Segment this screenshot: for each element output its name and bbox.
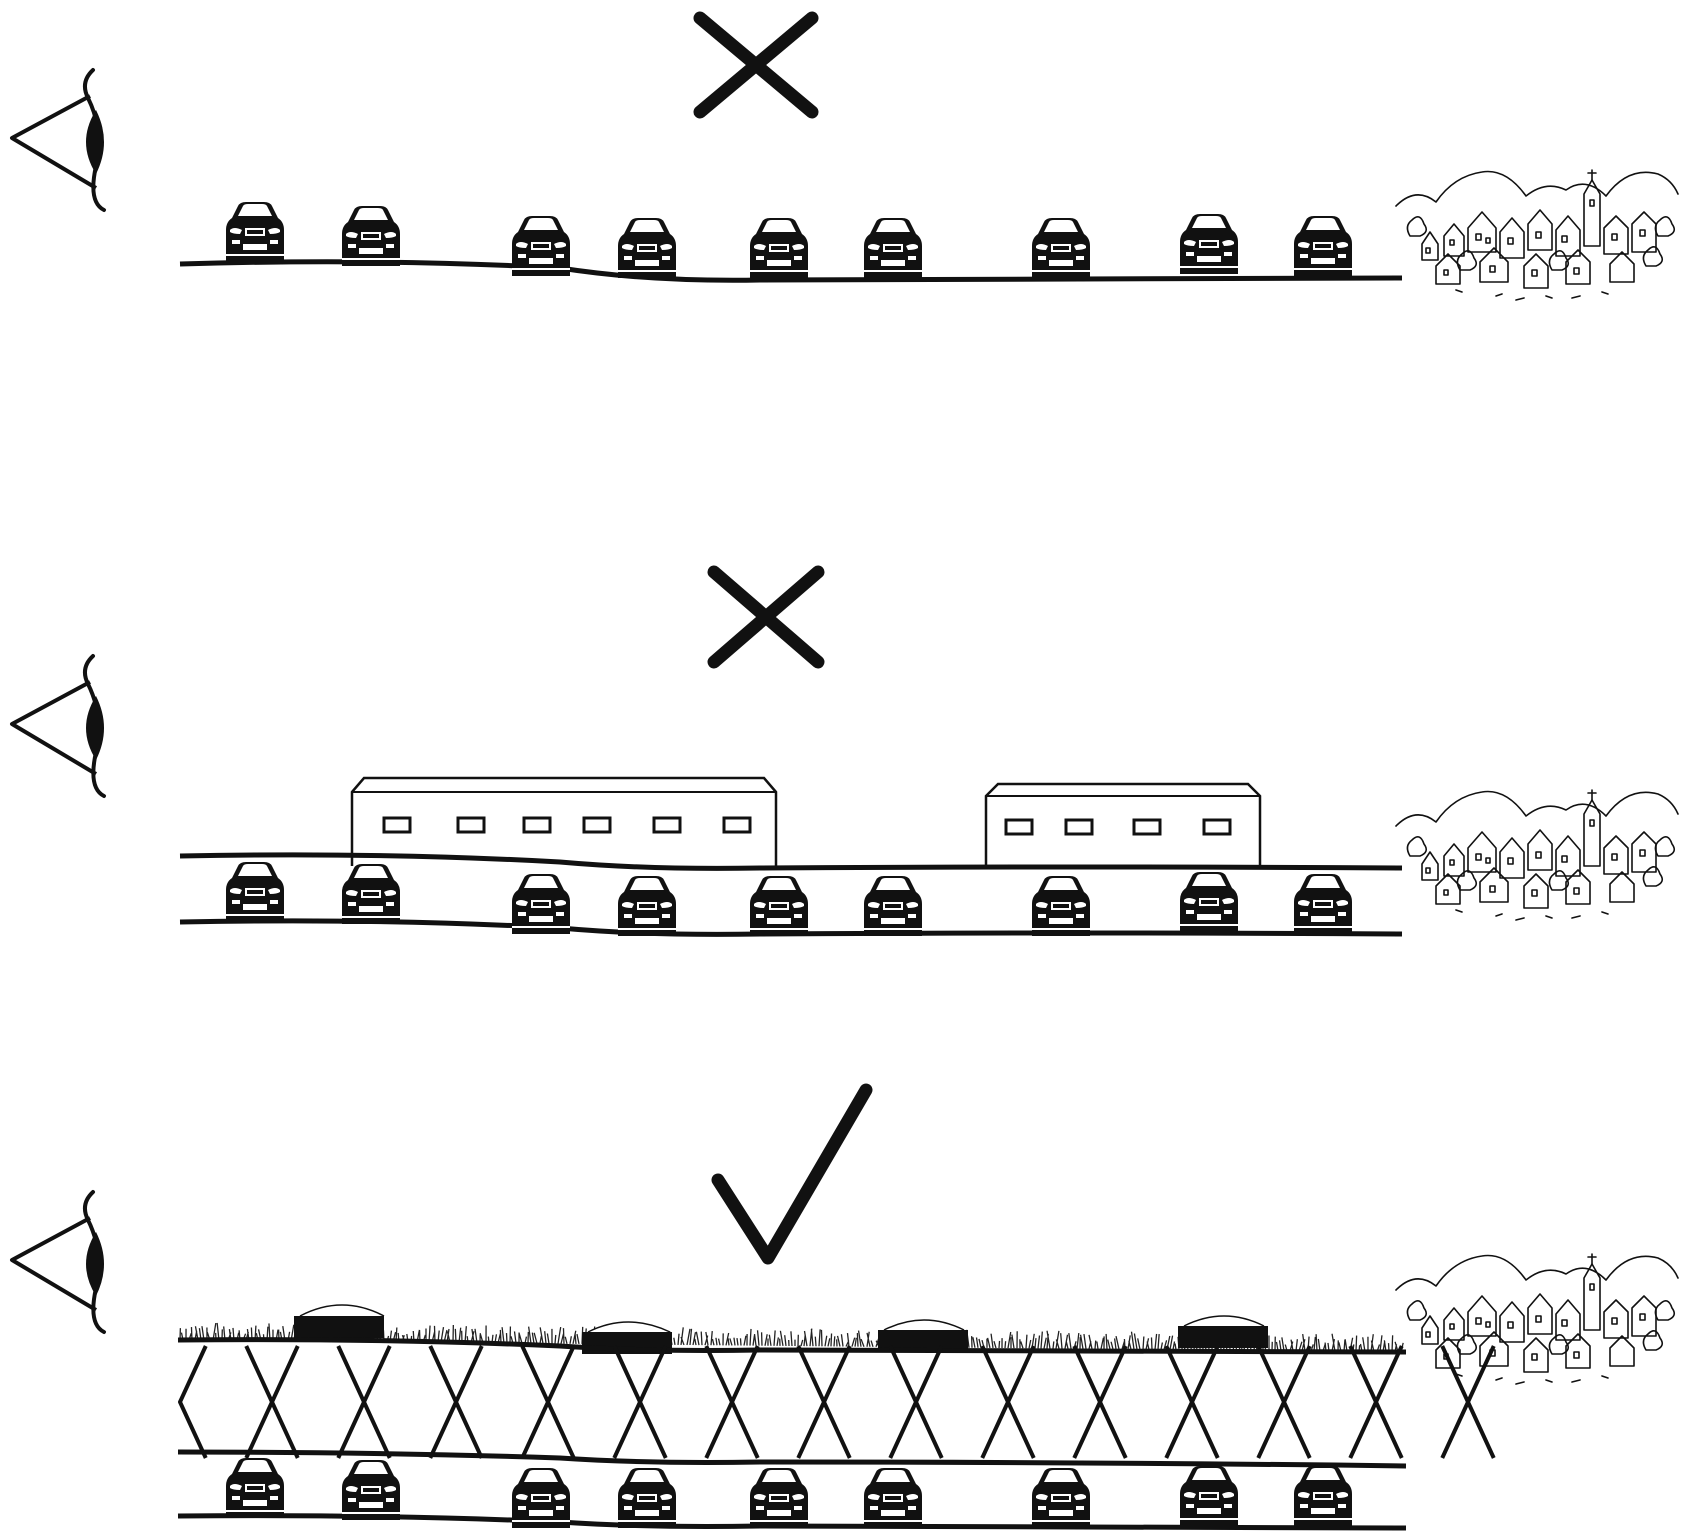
village-icon <box>1395 1253 1679 1385</box>
car-icon <box>342 1460 400 1520</box>
car-icon <box>864 876 922 936</box>
car-icon <box>1294 1466 1352 1526</box>
car-icon <box>342 206 400 266</box>
cross-mark-icon <box>693 11 819 119</box>
panel-covered-parking-with-buildings <box>10 565 1679 937</box>
panel-surface-parking <box>10 11 1679 301</box>
panel-green-roof-honeycomb-parking <box>10 1083 1679 1531</box>
deck-line <box>179 852 1403 871</box>
cross-mark-icon <box>707 565 825 669</box>
car-icon <box>750 876 808 936</box>
car-icon <box>864 1468 922 1528</box>
deck-bottom-line <box>177 1449 1407 1469</box>
skylight <box>878 1319 968 1352</box>
car-icon <box>512 874 570 934</box>
building-left <box>350 776 778 866</box>
eye-icon <box>10 654 106 798</box>
village-icon <box>1395 789 1679 921</box>
car-icon <box>226 1458 284 1518</box>
car-icon <box>226 862 284 922</box>
car-icon <box>512 216 570 276</box>
parked-cars <box>226 862 1352 936</box>
skylight <box>1178 1315 1268 1348</box>
car-icon <box>618 876 676 936</box>
car-icon <box>864 218 922 278</box>
car-icon <box>1294 216 1352 276</box>
car-icon <box>618 218 676 278</box>
car-icon <box>1180 214 1238 274</box>
car-icon <box>1180 872 1238 932</box>
car-icon <box>750 1468 808 1528</box>
car-icon <box>750 218 808 278</box>
eye-icon <box>10 1190 106 1334</box>
car-icon <box>618 1468 676 1528</box>
honeycomb-structure <box>178 1345 1496 1459</box>
skylights <box>294 1304 1268 1354</box>
parked-cars <box>226 202 1352 278</box>
village-icon <box>1395 169 1679 301</box>
honeycomb-cells <box>178 1345 1496 1459</box>
car-icon <box>1180 1466 1238 1526</box>
car-icon <box>1032 218 1090 278</box>
car-icon <box>512 1468 570 1528</box>
check-mark-icon <box>711 1083 873 1265</box>
parked-cars <box>226 1458 1352 1528</box>
eye-icon <box>10 68 106 212</box>
building-right <box>984 782 1262 868</box>
car-icon <box>342 864 400 924</box>
car-icon <box>1032 876 1090 936</box>
car-icon <box>1294 874 1352 934</box>
car-icon <box>1032 1468 1090 1528</box>
car-icon <box>226 202 284 262</box>
deck-top-line <box>177 1337 1407 1355</box>
skylight <box>294 1304 385 1338</box>
